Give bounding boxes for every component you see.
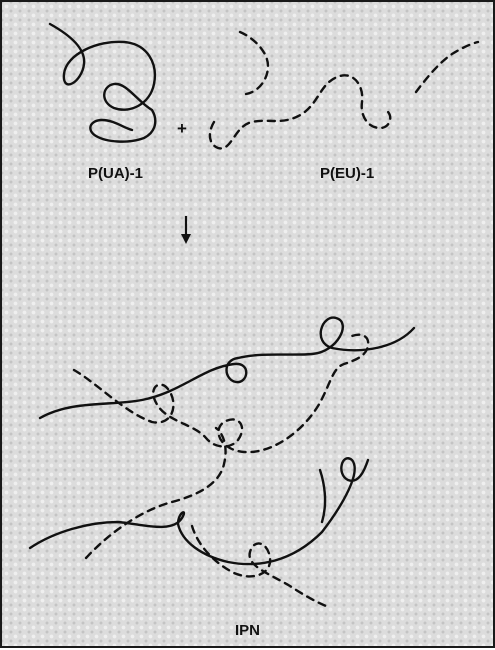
ipn-dashed-chain-lower — [86, 428, 226, 558]
ipn-solid-chain-upper — [40, 318, 414, 418]
peu-dashed-chain-right — [416, 42, 478, 92]
down-arrow-icon — [181, 216, 191, 244]
peu-dashed-chain-top — [240, 32, 268, 94]
pua-solid-chain — [50, 24, 155, 142]
ipn-solid-chain-lower — [30, 458, 368, 564]
ipn-dashed-chain-bottom — [192, 526, 326, 606]
label-ipn: IPN — [235, 622, 260, 639]
label-pua-1: P(UA)-1 — [88, 165, 143, 182]
label-peu-1: P(EU)-1 — [320, 165, 374, 182]
peu-dashed-chain-middle — [210, 75, 390, 148]
plus-sign: + — [177, 119, 187, 139]
ipn-solid-chain-tail — [320, 470, 325, 522]
